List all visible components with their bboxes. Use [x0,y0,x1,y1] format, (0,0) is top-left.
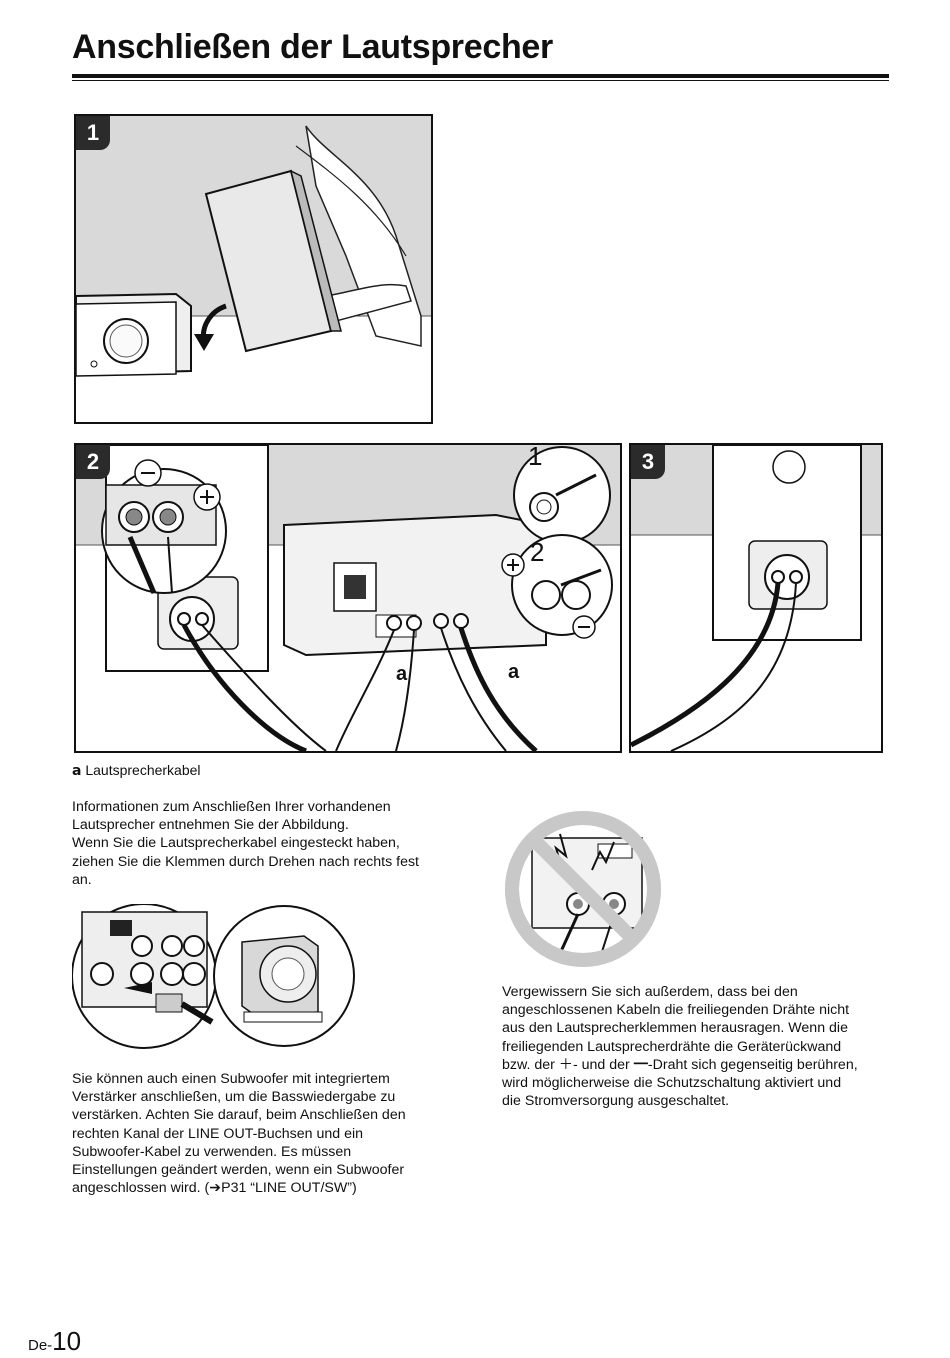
callout-number-2: 2 [530,537,545,567]
warning-paragraph: Vergewissern Sie sich außerdem, dass bei… [502,983,902,1110]
step-badge-2: 2 [76,445,110,479]
text-line: an. [72,871,92,888]
text-line: Verstärker anschließen, um die Basswiede… [72,1089,396,1106]
text-line: verstärken. Achten Sie darauf, beim Ansc… [72,1107,406,1124]
page-number: De-10 [28,1326,81,1357]
text-line: die Stromversorgung ausgeschaltet. [502,1093,730,1110]
figure-step-3: 3 [629,443,883,753]
step1-illustration [76,116,431,422]
title-rule-thin [72,80,889,81]
page-number-value: 10 [52,1326,82,1356]
cable-label-a-right: a [508,661,520,683]
cable-label-a-left: a [396,663,408,685]
text-line: ziehen Sie die Klemmen durch Drehen nach… [72,853,419,870]
step-badge-3: 3 [631,445,665,479]
title-rule [72,74,889,78]
step2-illustration [76,445,620,751]
text-line: angeschlossen wird. (➔P31 “LINE OUT/SW”) [72,1180,357,1197]
caption-marker: a [72,763,82,779]
caption-text: Lautsprecherkabel [81,762,201,778]
info-paragraph: Informationen zum Anschließen Ihrer vorh… [72,798,472,889]
step-badge-1: 1 [76,116,110,150]
text-line: Wenn Sie die Lautsprecherkabel eingestec… [72,835,400,852]
text-line: bzw. der ＋- und der ━-Draht sich gegense… [502,1056,858,1073]
prohibited-exposed-wire-illustration [505,811,661,967]
text-line: Vergewissern Sie sich außerdem, dass bei… [502,984,798,1000]
text-line: Einstellungen geändert werden, wenn ein … [72,1162,405,1179]
page-title: Anschließen der Lautsprecher [72,28,553,66]
text-line: Subwoofer-Kabel zu verwenden. Es müssen [72,1143,352,1160]
figure-step-1: 1 [74,114,433,424]
text-line: aus den Lautsprecherklemmen herausragen.… [502,1020,848,1037]
text-line: angeschlossenen Kabeln die freiliegenden… [502,1002,850,1019]
text-line: Informationen zum Anschließen Ihrer vorh… [72,799,391,815]
cable-caption: a Lautsprecherkabel [72,762,201,779]
page-prefix: De- [28,1337,53,1354]
subwoofer-illustration [72,904,355,1049]
figure-step-2: 2 1 2 a a [74,443,622,753]
text-line: freiliegenden Lautsprecherdrähte die Ger… [502,1038,842,1055]
callout-number-1: 1 [528,443,543,471]
subwoofer-paragraph: Sie können auch einen Subwoofer mit inte… [72,1070,472,1197]
text-line: wird möglicherweise die Schutzschaltung … [502,1075,842,1092]
text-line: rechten Kanal der LINE OUT-Buchsen und e… [72,1125,364,1142]
text-line: Sie können auch einen Subwoofer mit inte… [72,1071,390,1087]
step3-illustration [631,445,881,751]
text-line: Lautsprecher entnehmen Sie der Abbildung… [72,817,349,834]
